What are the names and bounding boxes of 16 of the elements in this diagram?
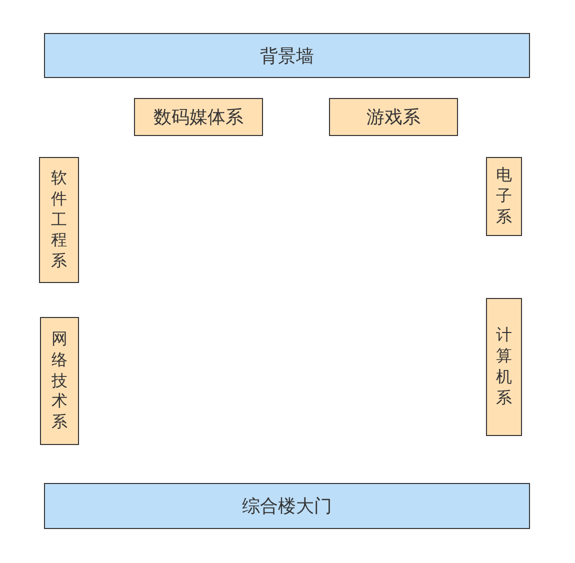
wall-label: 背景墙 [260, 44, 314, 68]
wall-band [44, 33, 530, 78]
department-box [134, 98, 263, 136]
department-name: 网络技术系 [52, 329, 68, 433]
department-box [329, 98, 458, 136]
department-name: 数码媒体系 [154, 106, 244, 129]
department-box [486, 298, 522, 436]
department-name: 电子系 [496, 165, 512, 228]
department-box [40, 317, 79, 445]
department-name: 软件工程系 [51, 168, 67, 272]
gate-label: 综合楼大门 [242, 495, 332, 518]
department-name: 计算机系 [496, 325, 512, 409]
gate-band [44, 483, 530, 529]
department-box [486, 157, 522, 236]
department-box [39, 157, 79, 283]
department-name: 游戏系 [366, 106, 420, 129]
